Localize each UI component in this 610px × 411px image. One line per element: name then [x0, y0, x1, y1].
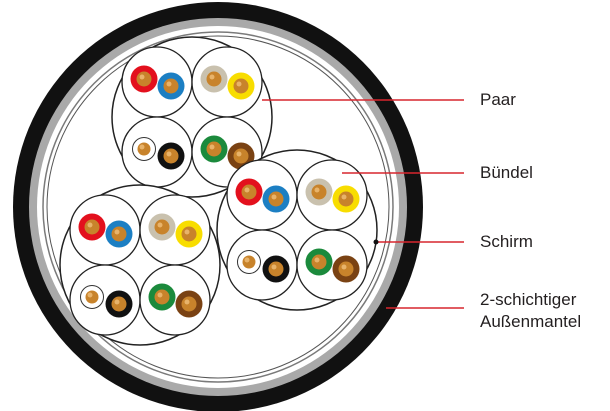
- copper-core: [163, 78, 179, 94]
- copper-core: [154, 289, 170, 305]
- copper-highlight: [209, 144, 215, 150]
- copper-highlight: [184, 299, 190, 305]
- copper-core: [241, 184, 257, 200]
- copper-core: [338, 191, 354, 207]
- copper-highlight: [244, 257, 250, 263]
- shield-marker-dot: [373, 239, 379, 245]
- twisted-pair-red-blue: [69, 194, 141, 266]
- shield-ring: [42, 31, 394, 383]
- twisted-pair-grey-yellow: [191, 46, 263, 118]
- copper-core: [206, 141, 222, 157]
- copper-core: [233, 78, 249, 94]
- copper-core: [311, 254, 327, 270]
- copper-highlight: [341, 264, 347, 270]
- twisted-pair-red-blue: [121, 46, 193, 118]
- copper-highlight: [236, 81, 242, 87]
- copper-highlight: [114, 299, 120, 305]
- copper-highlight: [114, 229, 120, 235]
- twisted-pair-red-blue: [226, 159, 298, 231]
- copper-highlight: [271, 264, 277, 270]
- copper-core: [85, 290, 99, 304]
- copper-highlight: [341, 194, 347, 200]
- copper-core: [311, 184, 327, 200]
- copper-highlight: [139, 74, 145, 80]
- copper-core: [163, 148, 179, 164]
- label-pair: Paar: [480, 90, 516, 109]
- label-outer-jacket-line2: Außenmantel: [480, 312, 582, 331]
- bundle-3: [216, 149, 378, 311]
- twisted-pair-white-black: [69, 264, 141, 336]
- copper-highlight: [209, 74, 215, 80]
- label-outer-jacket-line1: 2-schichtiger: [480, 290, 577, 309]
- copper-core: [154, 219, 170, 235]
- copper-highlight: [87, 222, 93, 228]
- copper-core: [181, 226, 197, 242]
- copper-core: [84, 219, 100, 235]
- twisted-pair-white-black: [226, 229, 298, 301]
- bundle-1: [111, 36, 273, 198]
- copper-highlight: [157, 292, 163, 298]
- twisted-pair-green-brown: [139, 264, 211, 336]
- copper-core: [137, 142, 151, 156]
- copper-core: [136, 71, 152, 87]
- copper-highlight: [236, 151, 242, 157]
- copper-highlight: [166, 81, 172, 87]
- copper-highlight: [139, 144, 145, 150]
- shield-ring-inner: [46, 35, 390, 379]
- copper-core: [233, 148, 249, 164]
- copper-core: [338, 261, 354, 277]
- copper-highlight: [314, 257, 320, 263]
- copper-core: [268, 261, 284, 277]
- twisted-pair-grey-yellow: [296, 159, 368, 231]
- copper-core: [268, 191, 284, 207]
- copper-highlight: [244, 187, 250, 193]
- copper-highlight: [271, 194, 277, 200]
- bundles-group: [59, 36, 378, 346]
- copper-highlight: [314, 187, 320, 193]
- copper-core: [206, 71, 222, 87]
- twisted-pair-grey-yellow: [139, 194, 211, 266]
- copper-core: [111, 226, 127, 242]
- label-shield: Schirm: [480, 232, 533, 251]
- copper-highlight: [87, 292, 93, 298]
- copper-core: [181, 296, 197, 312]
- bundle-2: [59, 184, 221, 346]
- twisted-pair-white-black: [121, 116, 193, 188]
- label-outer-jacket: 2-schichtiger Außenmantel: [480, 289, 581, 333]
- label-bundle: Bündel: [480, 163, 533, 182]
- copper-highlight: [166, 151, 172, 157]
- twisted-pair-green-brown: [296, 229, 368, 301]
- copper-core: [242, 255, 256, 269]
- copper-highlight: [157, 222, 163, 228]
- copper-highlight: [184, 229, 190, 235]
- copper-core: [111, 296, 127, 312]
